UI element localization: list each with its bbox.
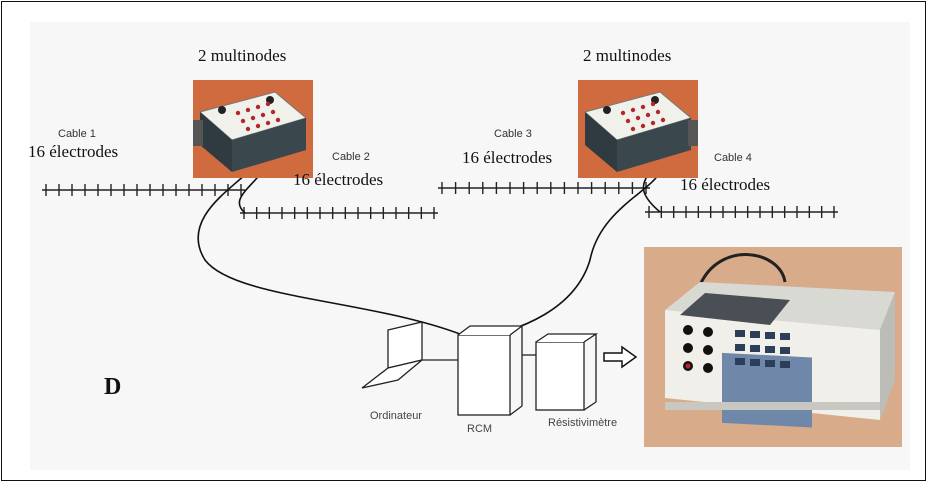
multinode-box-right — [578, 80, 698, 178]
multinode-box-left — [193, 80, 313, 178]
multinodes-label-left: 2 multinodes — [198, 46, 287, 65]
cable-1-electrodes: 16 électrodes — [28, 142, 119, 161]
cable-1-label: Cable 1 — [58, 128, 96, 140]
resistivity-meter-photo — [644, 247, 902, 447]
resistivimeter-label: Résistivimètre — [548, 417, 618, 429]
figure-label: D — [104, 374, 122, 400]
cable-4-label: Cable 4 — [714, 152, 752, 164]
cable-3-label: Cable 3 — [494, 128, 532, 140]
resistivimeter-drawing — [535, 333, 599, 411]
rcm-drawing — [457, 325, 536, 416]
cable-4-electrodes: 16 électrodes — [680, 175, 771, 194]
cable-2-electrodes: 16 électrodes — [293, 170, 384, 189]
cable-2-label: Cable 2 — [332, 151, 370, 163]
connection-wires — [197, 171, 661, 345]
laptop-drawing — [361, 321, 460, 389]
rcm-label: RCM — [467, 423, 493, 435]
cable-3-electrodes: 16 électrodes — [462, 148, 553, 167]
computer-label: Ordinateur — [370, 410, 422, 422]
multinodes-label-right: 2 multinodes — [583, 46, 672, 65]
arrow-icon — [603, 345, 638, 369]
